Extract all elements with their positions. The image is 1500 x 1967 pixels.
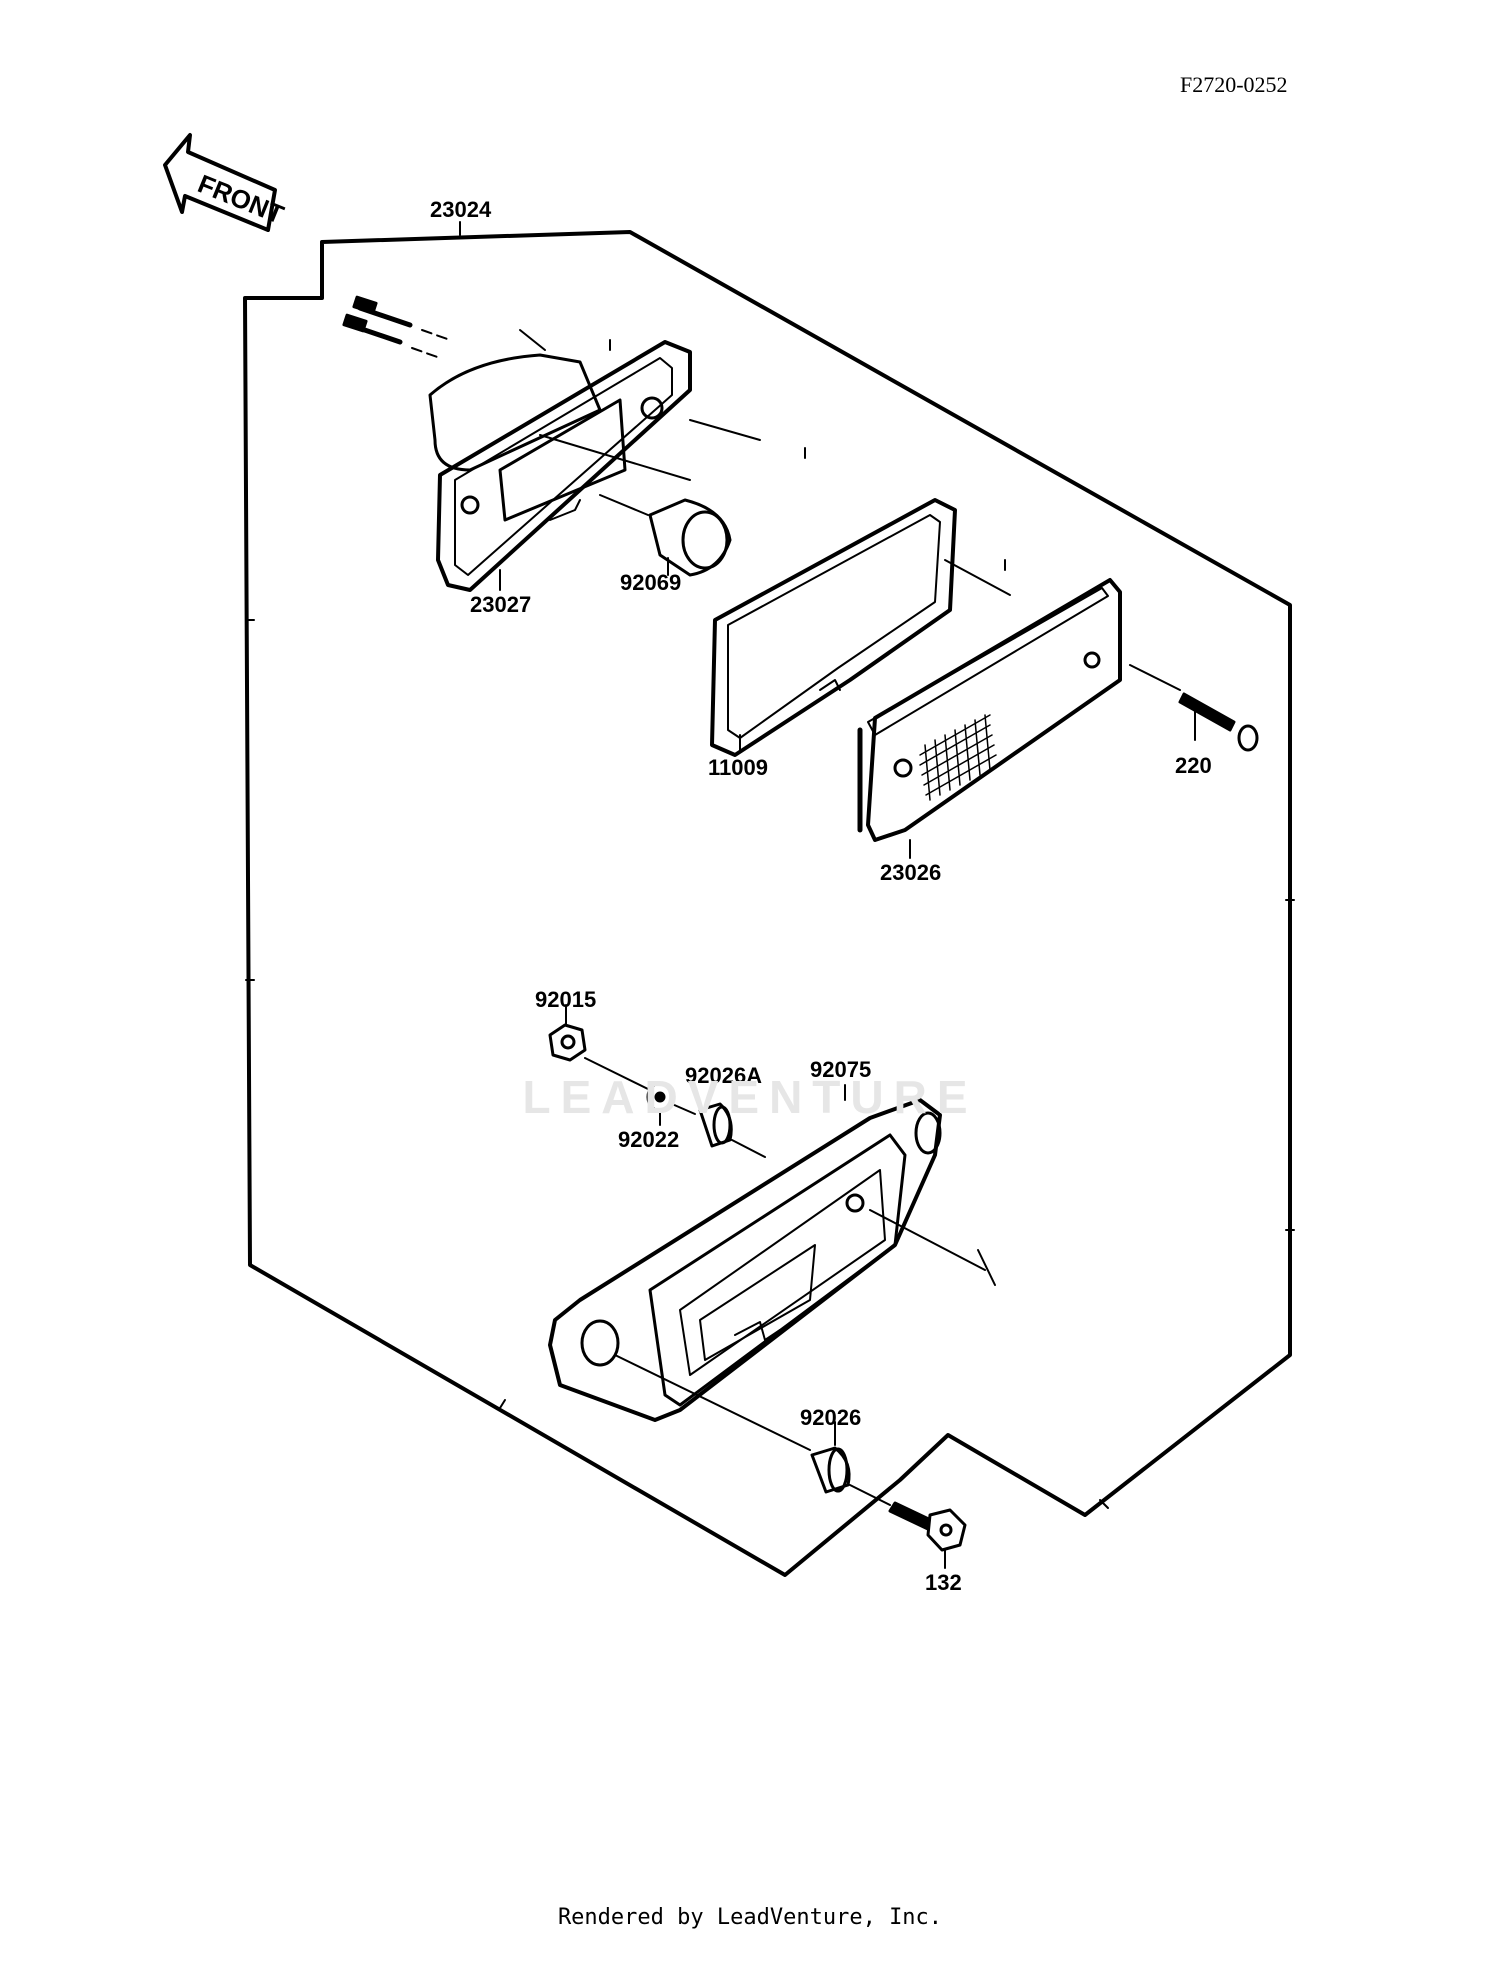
part-label-92015[interactable]: 92015 <box>535 987 597 1012</box>
lens-23026 <box>857 559 1122 842</box>
front-arrow-icon: FRONT <box>163 133 288 232</box>
footer-credit: Rendered by LeadVenture, Inc. <box>557 1905 943 1930</box>
diagram-reference-code: F2720-0252 <box>1180 72 1288 97</box>
bracket-92075 <box>548 1098 996 1422</box>
collar-92026 <box>810 1446 851 1494</box>
part-label-11009[interactable]: 11009 <box>708 755 768 780</box>
lens-grid-pattern <box>919 714 997 801</box>
screw-220 <box>1129 664 1259 752</box>
part-label-220[interactable]: 220 <box>1175 753 1212 778</box>
part-label-132[interactable]: 132 <box>925 1570 962 1595</box>
part-label-92022[interactable]: 92022 <box>618 1127 680 1152</box>
part-label-92026[interactable]: 92026 <box>800 1405 862 1430</box>
bolt-132 <box>888 1501 967 1552</box>
part-label-23027[interactable]: 23027 <box>470 592 532 617</box>
part-label-23026[interactable]: 23026 <box>880 860 942 885</box>
nut-92015 <box>548 1023 587 1062</box>
part-label-23024[interactable]: 23024 <box>430 197 492 222</box>
lamp-housing-23027 <box>342 295 692 592</box>
assembly-outline <box>243 230 1292 1577</box>
part-label-92069[interactable]: 92069 <box>620 570 682 595</box>
watermark-logo: LEADVENTURE <box>522 1071 978 1123</box>
collar-92026A <box>698 1102 733 1148</box>
part-label-92075[interactable]: 92075 <box>810 1057 872 1082</box>
gasket-11009 <box>689 419 957 757</box>
bulb-92069 <box>599 494 732 577</box>
part-label-92026A[interactable]: 92026A <box>685 1063 763 1088</box>
